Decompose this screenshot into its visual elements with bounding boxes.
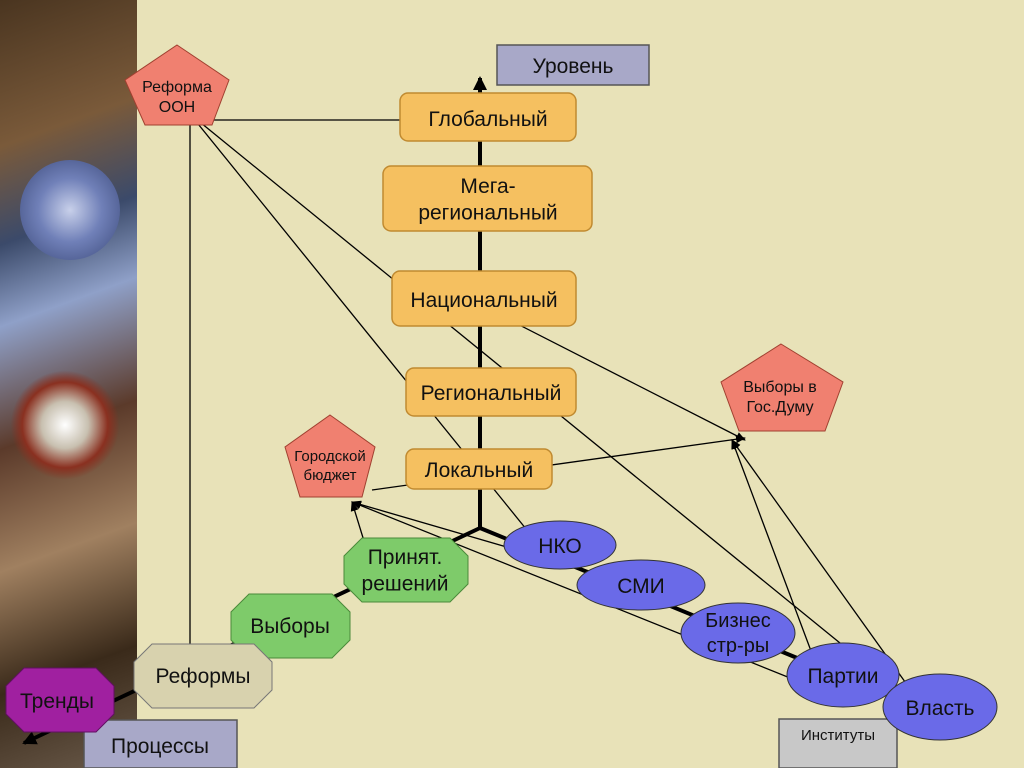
axis-label-processes: Процессы <box>83 719 238 768</box>
svg-text:Власть: Власть <box>906 697 975 720</box>
svg-text:Реформы: Реформы <box>156 665 251 688</box>
medal-cross-image <box>10 370 120 480</box>
process-elections: Выборы <box>230 593 351 659</box>
institute-power: Власть <box>882 673 998 741</box>
institute-nko: НКО <box>503 520 617 570</box>
axis-label-level: Уровень <box>496 44 650 86</box>
connector-line <box>731 439 821 676</box>
level-box <box>405 448 553 490</box>
connector-line <box>489 309 746 441</box>
decorative-medal-panel <box>0 0 137 768</box>
level-regional: Региональный <box>405 367 577 417</box>
processes: Принят.решений Выборы Реформы Тренды <box>5 537 469 733</box>
level-box <box>399 92 577 142</box>
institute-parties: Партии <box>786 642 900 708</box>
level-box <box>405 367 577 417</box>
level-national: Национальный <box>391 270 577 327</box>
level-box <box>391 270 577 327</box>
svg-text:СМИ: СМИ <box>617 575 665 598</box>
svg-text:НКО: НКО <box>538 535 582 558</box>
svg-text:Выборы: Выборы <box>250 615 330 638</box>
level-mega-regional: Мега-региональный <box>382 165 593 232</box>
level-label: Локальный <box>425 459 533 482</box>
level-box <box>382 165 593 232</box>
level-label: Региональный <box>421 382 562 405</box>
svg-text:Институты: Институты <box>801 727 875 744</box>
svg-text:Принят.решений: Принят.решений <box>362 546 449 595</box>
level-local: Локальный <box>405 448 553 490</box>
levels: Глобальный Мега-региональный Национальны… <box>382 92 593 490</box>
medal-rosette-image <box>20 160 120 260</box>
svg-text:Уровень: Уровень <box>533 55 614 78</box>
process-decision-making: Принят.решений <box>343 537 469 603</box>
svg-text:Тренды: Тренды <box>20 690 94 713</box>
process-reforms: Реформы <box>133 643 273 709</box>
svg-text:Партии: Партии <box>807 665 878 688</box>
level-global: Глобальный <box>399 92 577 142</box>
axis-label-institutes: Институты <box>778 718 898 768</box>
institute-media: СМИ <box>576 559 706 611</box>
level-label: Национальный <box>410 289 557 312</box>
level-label: Мега-региональный <box>418 175 557 224</box>
process-trends: Тренды <box>5 667 115 733</box>
level-label: Глобальный <box>428 108 547 131</box>
svg-text:Процессы: Процессы <box>111 735 209 758</box>
